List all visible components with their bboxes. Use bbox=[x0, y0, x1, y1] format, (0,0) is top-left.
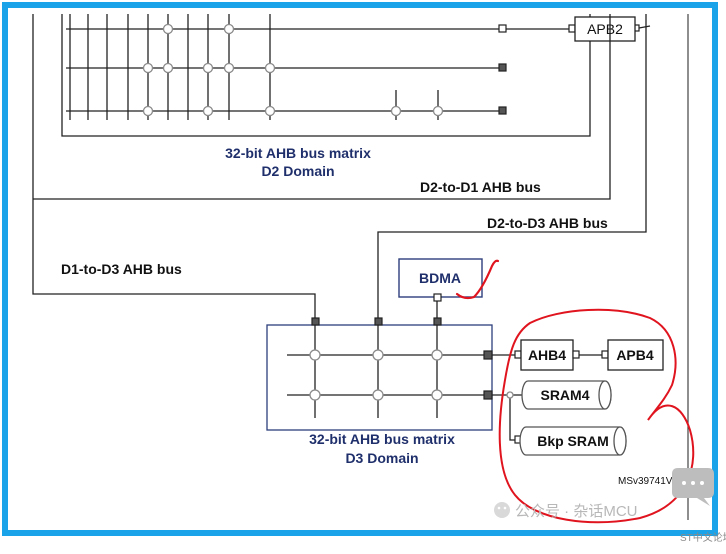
wechat-watermark-text: 公众号 · 杂话MCU bbox=[515, 503, 638, 520]
d3-crossing-nodes bbox=[309, 349, 514, 401]
bdma-box bbox=[398, 258, 483, 298]
wechat-logo-icon bbox=[494, 502, 510, 518]
apb2-label: APB2 bbox=[587, 21, 623, 37]
ahb4-label: AHB4 bbox=[528, 347, 566, 363]
ahb4-port-left bbox=[514, 350, 522, 359]
bus-label-d2-to-d1: D2-to-D1 AHB bus bbox=[420, 179, 541, 195]
apb2-box bbox=[574, 16, 636, 42]
forum-watermark: ST中文论坛 bbox=[672, 468, 726, 544]
d2-domain-title: D2 Domain bbox=[261, 163, 334, 179]
checkmark-icon bbox=[455, 259, 500, 300]
sram4-label: SRAM4 bbox=[540, 387, 589, 403]
bus-label-d1-to-d3: D1-to-D3 AHB bus bbox=[61, 261, 182, 277]
bkp-sram-label: Bkp SRAM bbox=[537, 433, 609, 449]
hand-drawn-circle-icon bbox=[498, 308, 695, 524]
ahb4-port-right bbox=[572, 350, 580, 359]
d3-matrix-title: 32-bit AHB bus matrix bbox=[309, 431, 455, 447]
blue-frame bbox=[2, 2, 718, 536]
bus-label-d2-to-d3: D2-to-D3 AHB bus bbox=[487, 215, 608, 231]
d3-domain-box bbox=[266, 324, 493, 431]
bdma-port bbox=[433, 293, 442, 302]
ahb4-box bbox=[520, 339, 574, 371]
bdma-label: BDMA bbox=[419, 270, 461, 286]
wechat-watermark: 公众号 · 杂话MCU bbox=[494, 502, 638, 520]
forum-watermark-text: ST中文论坛 bbox=[680, 531, 726, 544]
apb4-box bbox=[607, 339, 664, 371]
d3-bus-matrix bbox=[287, 320, 605, 441]
d2-bus-matrix bbox=[61, 14, 591, 137]
apb4-label: APB4 bbox=[616, 347, 654, 363]
d2-crossing-nodes bbox=[142, 23, 444, 117]
apb2-out-line bbox=[638, 25, 651, 29]
bkp-sram-cylinder bbox=[519, 426, 627, 456]
figure-code: MSv39741V bbox=[618, 476, 673, 487]
d3-domain-title: D3 Domain bbox=[345, 450, 418, 466]
d3-ports bbox=[311, 317, 493, 400]
apb4-port-left bbox=[601, 350, 609, 359]
sram4-cylinder bbox=[521, 380, 612, 410]
d2-matrix-title: 32-bit AHB bus matrix bbox=[225, 145, 371, 161]
chat-bubble-icon bbox=[672, 468, 714, 506]
